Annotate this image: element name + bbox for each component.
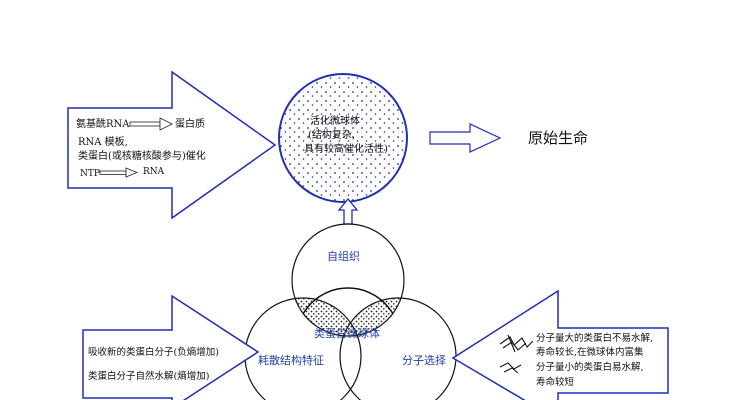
result-label: 原始生命 [528,129,588,147]
venn-center-label: 类蛋白微球体 [314,326,380,340]
left-bottom-line1: 吸收新的类蛋白分子(负熵增加) [88,346,219,358]
top-circle-line3: 具有较高催化活性) [304,142,388,155]
right-bottom-arrow-shape [451,289,669,400]
activated-microsphere-circle [278,73,408,203]
top-circle-line1: 活化微球体 [310,114,360,127]
up-arrow-shape [337,197,359,225]
small-molecule-icon [499,362,522,374]
small-arrow-icon-2 [99,167,139,178]
left-top-line1-left: 氨基酰RNA [76,117,130,130]
top-circle-line2: (结构复杂, [308,128,355,141]
right-bottom-line4: 寿命较短 [536,376,575,388]
left-top-arrow-shape [67,70,277,220]
small-arrow-icon-1 [129,117,173,131]
right-bottom-line1: 分子量大的类蛋白不易水解, [536,332,653,344]
large-molecule-icon [499,334,534,353]
venn-center-outline [295,287,401,336]
venn-top-label: 自组织 [327,249,360,263]
result-arrow-shape [429,123,502,153]
left-top-line4-left: NTP [80,169,100,179]
right-bottom-line2: 寿命较长,在微球体内富集 [536,346,644,358]
venn-right-circle [339,297,457,400]
left-top-line4-right: RNA [143,167,165,177]
venn-right-label: 分子选择 [402,353,446,367]
left-top-line1-right: 蛋白质 [175,117,205,130]
left-bottom-line2: 类蛋白分子自然水解(熵增加) [88,370,209,382]
left-top-line2: RNA 模板, [78,135,128,148]
right-bottom-line3: 分子量小的类蛋白易水解, [536,361,644,373]
left-top-line3: 类蛋白(或核糖核酸参与)催化 [78,149,206,162]
left-bottom-arrow-shape [82,294,260,400]
venn-left-label: 耗散结构特征 [258,353,324,367]
venn-center-region [292,298,404,336]
